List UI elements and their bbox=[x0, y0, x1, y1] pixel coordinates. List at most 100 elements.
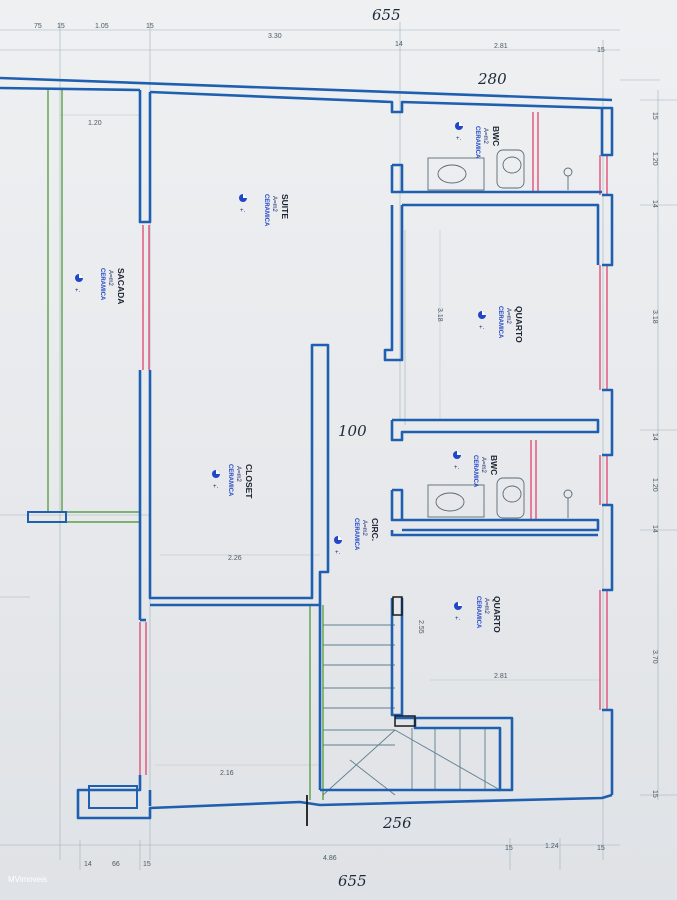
room-area: A=m2 bbox=[271, 196, 277, 213]
room-sacada: SACADA A=m2 CERAMICA bbox=[99, 268, 126, 304]
level-text: +. bbox=[456, 136, 462, 142]
dim-quarto-height: 3.18 bbox=[436, 308, 443, 322]
room-finish: CERAMICA bbox=[99, 268, 105, 301]
dim-right-8: 3.70 bbox=[651, 650, 658, 664]
dim-bottom-1: 14 bbox=[84, 861, 92, 868]
dim-top-2: 15 bbox=[57, 23, 65, 30]
dim-top-6: 14 bbox=[395, 41, 403, 48]
dim-stair-width: 2.16 bbox=[220, 770, 234, 777]
level-text: +. bbox=[455, 616, 461, 622]
dim-top-8: 15 bbox=[597, 47, 605, 54]
dim-right-5: 14 bbox=[651, 433, 658, 441]
room-finish: CERAMICA bbox=[263, 194, 269, 227]
level-marker-icon: +. bbox=[454, 602, 462, 622]
top-dimension-labels: 75 15 1.05 15 3.30 14 2.81 15 bbox=[34, 23, 605, 54]
room-closet: CLOSET A=m2 CERAMICA bbox=[227, 464, 254, 499]
dim-right-7: 14 bbox=[651, 525, 658, 533]
dim-bottom-7: 15 bbox=[597, 845, 605, 852]
dim-quarto2-width: 2.81 bbox=[494, 673, 508, 680]
room-name: BWC bbox=[491, 126, 501, 146]
level-text: +. bbox=[213, 484, 219, 490]
room-bwc-bottom: BWC A=m2 CERAMICA bbox=[472, 455, 499, 488]
room-finish: CERAMICA bbox=[475, 596, 481, 629]
level-marker-icon: +. bbox=[239, 194, 247, 214]
column-marker-2 bbox=[394, 715, 416, 727]
room-area: A=m2 bbox=[361, 520, 367, 537]
room-area: A=m2 bbox=[480, 457, 486, 474]
dim-bottom-2: 66 bbox=[112, 861, 120, 868]
dim-right-3: 14 bbox=[651, 200, 658, 208]
bathroom-fixtures bbox=[427, 149, 573, 519]
room-name: SUITE bbox=[280, 194, 290, 219]
room-name: CIRC. bbox=[370, 518, 380, 541]
handwritten-bottom-mid: 256 bbox=[382, 814, 412, 832]
level-markers: +. +. +. +. +. +. +. +. bbox=[75, 122, 486, 622]
room-quarto-top: QUARTO A=m2 CERAMICA bbox=[497, 306, 524, 343]
dim-right-6: 1.20 bbox=[651, 478, 658, 492]
room-circ: CIRC. A=m2 CERAMICA bbox=[353, 518, 380, 551]
room-name: SACADA bbox=[116, 268, 126, 304]
room-finish: CERAMICA bbox=[497, 306, 503, 339]
room-finish: CERAMICA bbox=[353, 518, 359, 551]
staircase bbox=[322, 624, 501, 796]
walls bbox=[0, 76, 614, 820]
planter-box bbox=[88, 785, 138, 809]
level-marker-icon: +. bbox=[75, 274, 83, 294]
windows bbox=[139, 112, 608, 775]
room-finish: CERAMICA bbox=[474, 126, 480, 159]
room-name: BWC bbox=[489, 455, 499, 475]
dim-right-4: 3.18 bbox=[651, 310, 658, 324]
level-marker-icon: +. bbox=[478, 311, 486, 331]
level-marker-icon: +. bbox=[453, 451, 461, 471]
dim-closet-width: 2.26 bbox=[228, 555, 242, 562]
guide-lines bbox=[60, 114, 600, 766]
level-marker-icon: +. bbox=[455, 122, 463, 142]
room-name: QUARTO bbox=[514, 306, 524, 343]
dim-bottom-3: 15 bbox=[143, 861, 151, 868]
room-name: CLOSET bbox=[244, 464, 254, 499]
dim-right-9: 15 bbox=[651, 790, 658, 798]
handwritten-top: 655 bbox=[372, 6, 401, 24]
room-area: A=m2 bbox=[235, 466, 241, 483]
dim-bottom-5: 15 bbox=[505, 845, 513, 852]
handwritten-middle: 100 bbox=[338, 422, 367, 440]
dim-top-5: 3.30 bbox=[268, 33, 282, 40]
dim-right-2: 1.20 bbox=[651, 152, 658, 166]
watermark: MVimoveis bbox=[8, 875, 47, 884]
room-area: A=m2 bbox=[505, 308, 511, 325]
dim-bottom-4: 4.86 bbox=[323, 855, 337, 862]
level-text: +. bbox=[75, 288, 81, 294]
handwritten-top-right: 280 bbox=[477, 70, 507, 88]
right-dimension-labels: 15 1.20 14 3.18 14 1.20 14 3.70 15 bbox=[651, 112, 658, 798]
dim-top-4: 15 bbox=[146, 23, 154, 30]
dim-right-1: 15 bbox=[651, 112, 658, 120]
level-text: +. bbox=[479, 325, 485, 331]
room-suite: SUITE A=m2 CERAMICA bbox=[263, 194, 290, 227]
level-text: +. bbox=[240, 208, 246, 214]
railing-post bbox=[27, 511, 67, 523]
room-quarto-bottom: QUARTO A=m2 CERAMICA bbox=[475, 596, 502, 633]
dim-top-3: 1.05 bbox=[95, 23, 109, 30]
dim-top-7: 2.81 bbox=[494, 43, 508, 50]
room-bwc-top: BWC A=m2 CERAMICA bbox=[474, 126, 501, 159]
room-finish: CERAMICA bbox=[472, 455, 478, 488]
level-text: +. bbox=[335, 550, 341, 556]
room-finish: CERAMICA bbox=[227, 464, 233, 497]
dim-sacada-width: 1.20 bbox=[88, 120, 102, 127]
room-area: A=m2 bbox=[107, 270, 113, 287]
railing bbox=[47, 90, 324, 800]
level-text: +. bbox=[454, 465, 460, 471]
level-marker-icon: +. bbox=[334, 536, 342, 556]
room-area: A=m2 bbox=[482, 128, 488, 145]
bottom-dimension-labels: 14 66 15 4.86 15 1.24 15 bbox=[84, 843, 605, 868]
room-name: QUARTO bbox=[492, 596, 502, 633]
level-marker-icon: +. bbox=[212, 470, 220, 490]
dim-top-1: 75 bbox=[34, 23, 42, 30]
dimension-lines bbox=[0, 22, 677, 870]
handwritten-notes: 655 280 100 256 655 bbox=[338, 6, 507, 890]
column-marker bbox=[392, 596, 403, 616]
dim-bottom-6: 1.24 bbox=[545, 843, 559, 850]
interior-dimension-labels: 1.20 3.18 2.26 2.55 2.81 2.16 bbox=[88, 120, 508, 777]
